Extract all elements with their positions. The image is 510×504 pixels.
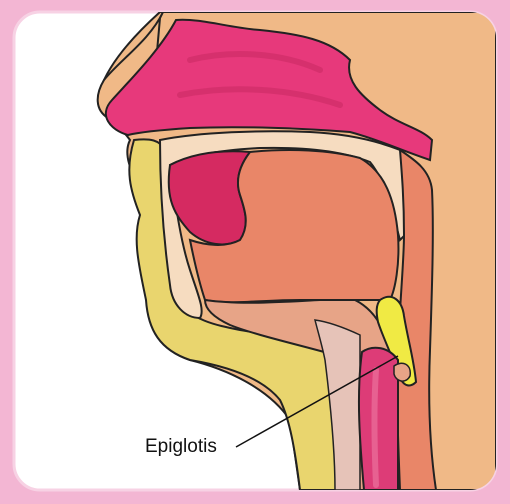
- esophagus-highlight: [375, 370, 377, 485]
- epiglottis-label: Epiglotis: [145, 436, 217, 457]
- epiglottis-tip: [394, 363, 410, 381]
